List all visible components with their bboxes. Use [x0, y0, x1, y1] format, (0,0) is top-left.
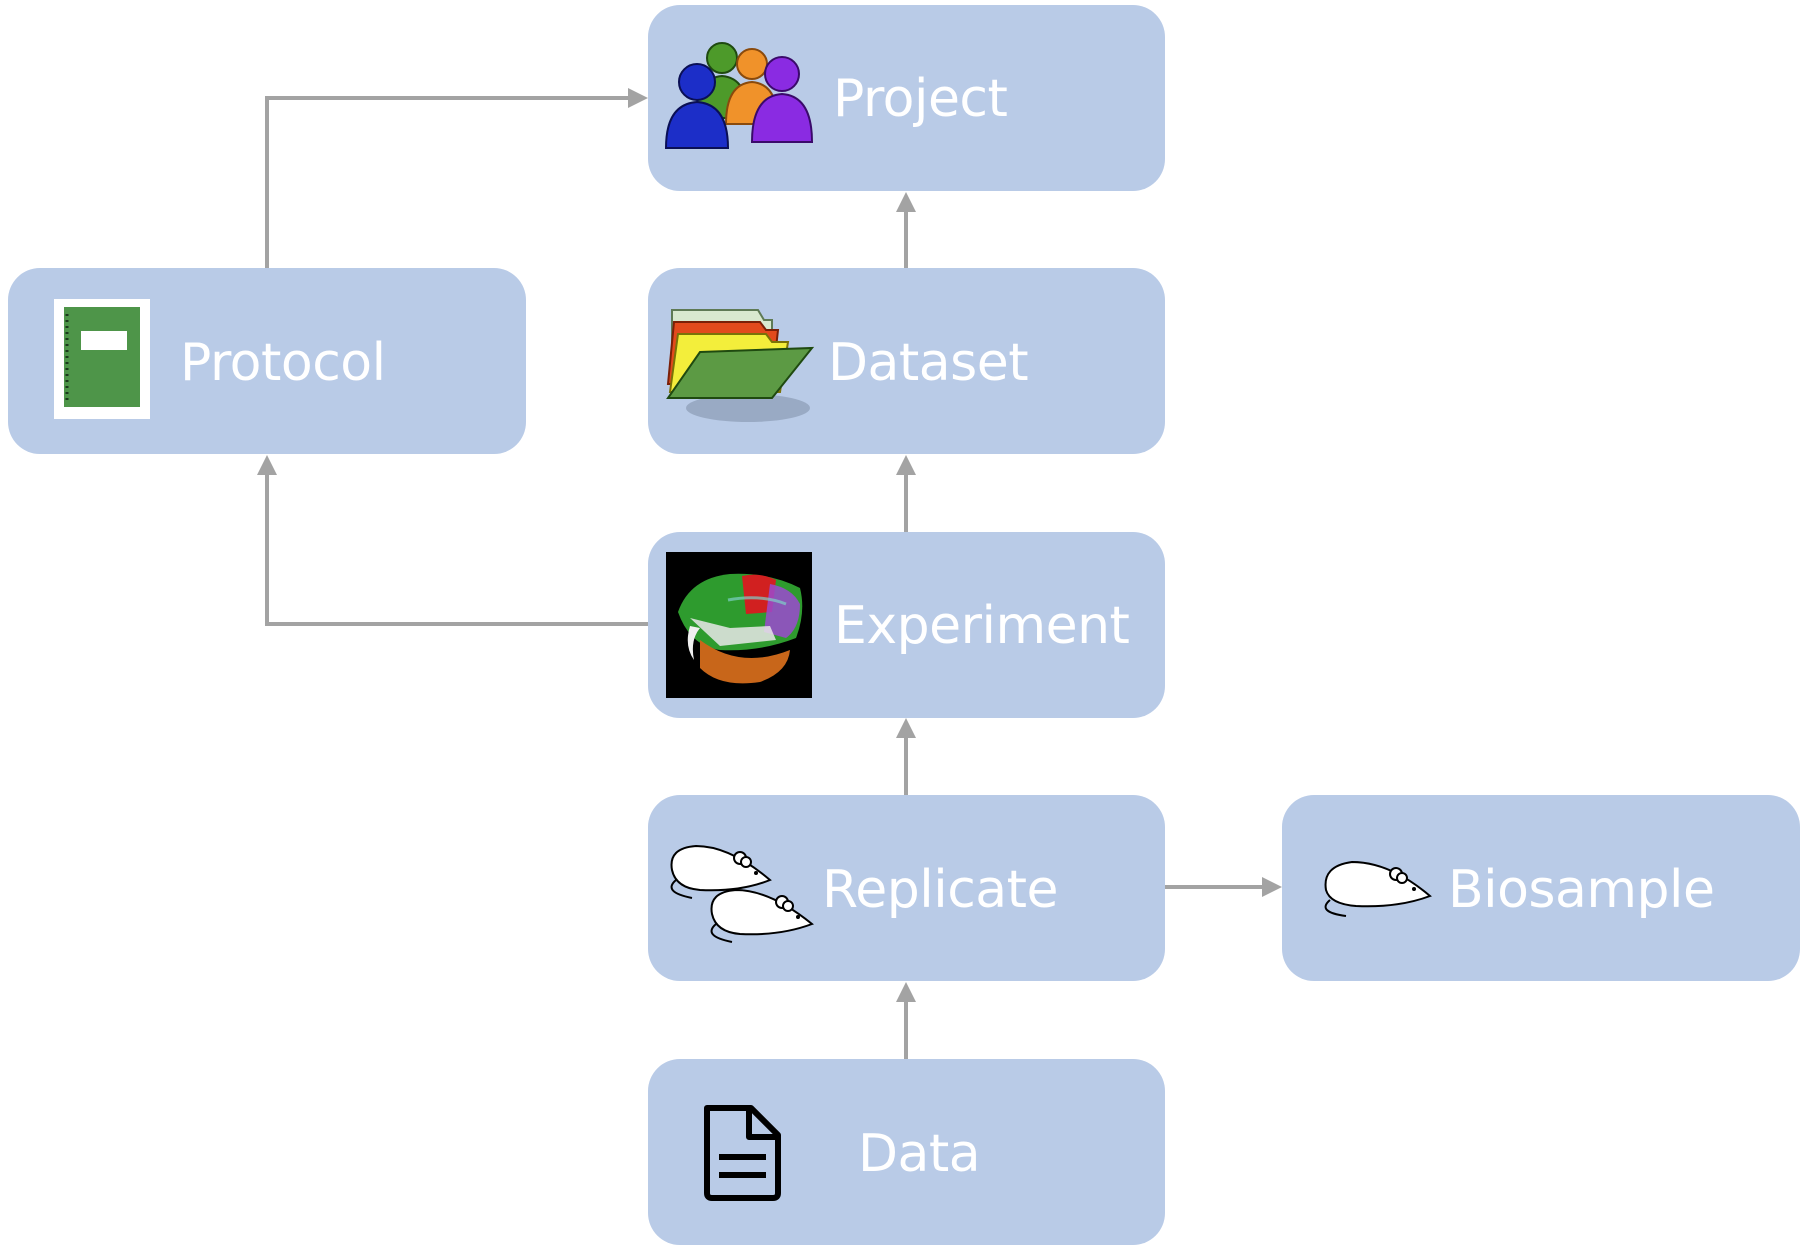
project-label: Project: [833, 69, 1008, 129]
node-experiment[interactable]: Experiment: [648, 532, 1165, 718]
arrowhead-protocol-project: [628, 88, 648, 108]
biosample-label: Biosample: [1448, 860, 1715, 920]
two-mice-icon: [670, 844, 814, 943]
connectors: [257, 88, 1282, 1059]
replicate-label: Replicate: [822, 860, 1058, 920]
arrowhead-experiment-protocol: [257, 455, 277, 475]
arrowhead-dataset-project: [896, 192, 916, 212]
dataset-label: Dataset: [828, 333, 1028, 393]
arrowhead-replicate-biosample: [1262, 877, 1282, 897]
mouse-icon: [1324, 860, 1432, 917]
arrowhead-replicate-experiment: [896, 718, 916, 738]
node-biosample[interactable]: Biosample: [1282, 795, 1800, 981]
node-replicate[interactable]: Replicate: [648, 795, 1165, 981]
arrowhead-data-replicate: [896, 982, 916, 1002]
people-group-icon: [664, 42, 814, 149]
node-protocol[interactable]: Protocol: [8, 268, 526, 454]
arrowhead-experiment-dataset: [896, 455, 916, 475]
protocol-label: Protocol: [180, 333, 386, 393]
mouse-skull-3d-icon: [666, 552, 812, 698]
edge-experiment-protocol: [265, 475, 648, 626]
node-project[interactable]: Project: [648, 5, 1165, 191]
edge-protocol-project: [265, 96, 628, 268]
folders-icon: [666, 309, 815, 422]
data-label: Data: [858, 1124, 980, 1184]
experiment-label: Experiment: [834, 596, 1130, 656]
notebook-icon: [54, 299, 150, 419]
node-data[interactable]: Data: [648, 1059, 1165, 1245]
node-dataset[interactable]: Dataset: [648, 268, 1165, 454]
document-icon: [704, 1105, 781, 1201]
